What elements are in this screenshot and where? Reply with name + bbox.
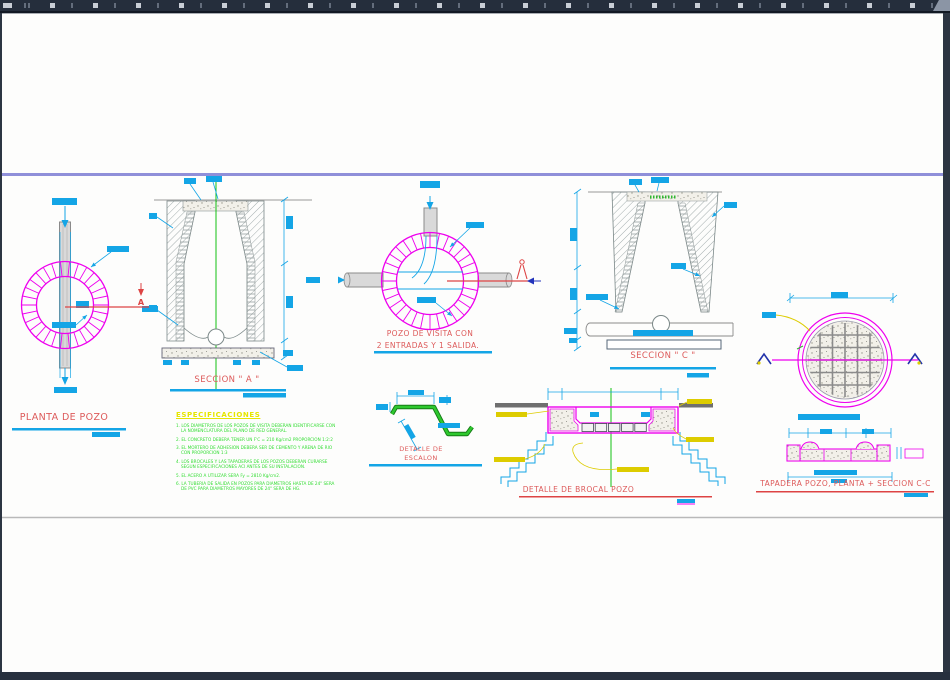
spec-note: 2. EL CONCRETO DEBERA TENER UN F'C = 210… — [176, 436, 333, 442]
seccion-a-title: SECCION " A " — [194, 375, 260, 385]
spec-note: 3. EL MORTERO DE ADHESION DEBERA SER DE … — [176, 445, 333, 456]
spec-note: 4. LOS BROCALES Y LAS TAPADERAS DE LOS P… — [176, 458, 328, 470]
brocal-title: DETALLE DE BROCAL POZO — [522, 485, 635, 494]
escalon-title-line2: ESCALON — [404, 454, 438, 462]
top-toolbar[interactable] — [0, 0, 950, 11]
specifications-title: ESPECIFICACIONES — [176, 411, 261, 419]
spec-note: 5. EL ACERO A UTILIZAR SERA Fy = 2810 Kg… — [176, 472, 281, 478]
spec-note: 1. LOS DIAMETROS DE LOS POZOS DE VISITA … — [176, 423, 336, 434]
pozo-visita-title-line1: POZO DE VISITA CON — [386, 329, 474, 338]
tapadera-title: TAPADERA POZO, PLANTA + SECCION C-C — [760, 479, 931, 488]
toolbar-divider — [0, 11, 950, 13]
specifications-block: ESPECIFICACIONES 1. LOS DIAMETROS DE LOS… — [176, 411, 340, 495]
escalon-title-line1: DETALLE DE — [399, 445, 443, 453]
planta-pozo-title: PLANTA DE POZO — [19, 412, 109, 423]
seccion-c-title: SECCION " C " — [630, 351, 696, 361]
drawing-canvas[interactable] — [2, 13, 943, 672]
pozo-visita-title-line2: 2 ENTRADAS Y 1 SALIDA. — [376, 341, 480, 350]
toolbar-corner-handle[interactable] — [933, 0, 950, 11]
bottom-bar — [0, 672, 950, 680]
spec-note: 6. LA TUBERIA DE SALIDA EN POZOS PARA DI… — [176, 480, 335, 492]
